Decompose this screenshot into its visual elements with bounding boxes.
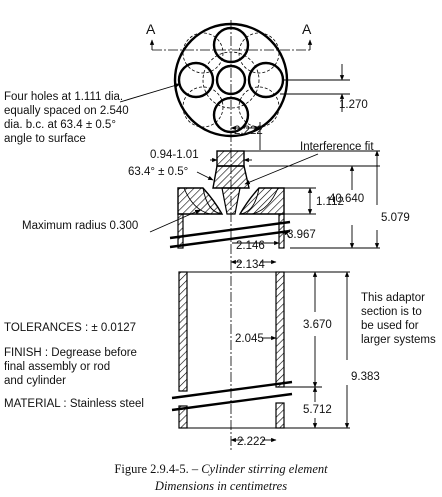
holes-note-line: dia. b.c. at 63.4 ± 0.5° [4,119,116,131]
material-note: MATERIAL : Stainless steel [4,398,144,410]
caption-title-text: Cylinder stirring element [201,462,328,476]
break-line [169,220,291,240]
general-notes: TOLERANCES : ± 0.0127 FINISH : Degrease … [4,322,144,410]
caption-prefix: Figure 2.9.4-5. – [114,462,201,476]
max-radius-label: Maximum radius 0.300 [22,220,138,232]
break-line [171,392,293,412]
head-dimensions: 0.94-1.01 2.222 Interference fit 63.4° ±… [22,122,410,252]
tube-left-wall [178,271,188,392]
dim-arrow [196,171,214,181]
dim-2134: 2.134 [236,259,265,271]
dim-3967: 3.967 [287,229,316,241]
dim-3670: 3.670 [303,319,332,331]
dim-2222-bottom: 2.222 [237,436,266,448]
hub [212,165,250,189]
cavity-curve [251,187,279,215]
tube-right-wall-lower [275,402,285,429]
adaptor-tube [171,271,293,429]
interference-label: Interference fit [300,141,374,153]
tube-dimensions: 2.134 2.045 3.670 5.712 9.383 2.222 [230,259,380,448]
section-mark-right: A [302,21,312,37]
leader [149,209,201,233]
section-mark-left: A [146,21,156,37]
dim-5079: 5.079 [381,212,410,224]
leader [244,153,319,185]
adaptor-note-line: section is to [361,306,422,318]
hole-left [177,61,215,99]
caption-subtitle: Dimensions in centimetres [154,479,287,493]
adaptor-note: This adaptor section is to be used for l… [361,292,436,346]
hole-right [247,61,285,99]
top-view: A A 1.270 [146,21,368,138]
dim-40640: 40.640 [329,193,364,205]
leader [119,83,181,103]
dim-9383: 9.383 [351,371,380,383]
dim-2222-top: 2.222 [234,125,263,137]
adaptor-note-line: larger systems [361,334,436,346]
dim-5712: 5.712 [303,404,332,416]
stirrer-head-section [169,150,291,249]
caption-title: Figure 2.9.4-5. – Cylinder stirring elem… [114,462,328,476]
dim-634: 63.4° ± 0.5° [128,166,188,178]
dim-2045: 2.045 [235,333,264,345]
break-line [169,229,291,249]
dim-arrow [283,229,291,239]
hole-projection [182,32,224,74]
finish-note: FINISH : Degrease before [4,347,137,359]
dim-2146: 2.146 [236,240,265,252]
finish-note: and cylinder [4,375,66,387]
hole-projection [238,32,280,74]
cavity-curve [183,187,211,215]
rod-stub [216,150,245,167]
dim-1270: 1.270 [339,99,368,111]
dim-1112: 1.112 [316,196,344,208]
holes-note-line: equally spaced on 2.540 [4,105,129,117]
holes-note: Four holes at 1.111 dia. equally spaced … [4,83,181,145]
skirt-left-wall [177,213,184,249]
tolerances-note: TOLERANCES : ± 0.0127 [4,322,136,334]
dim-094: 0.94-1.01 [150,149,199,161]
cavity-right [239,187,260,215]
adaptor-note-line: This adaptor [361,292,425,304]
finish-note: final assembly or rod [4,361,110,373]
centre-wedge [221,187,241,215]
figure-caption: Figure 2.9.4-5. – Cylinder stirring elem… [114,462,328,493]
hole-projection [182,86,224,128]
cavity-left [202,187,223,215]
adaptor-note-line: be used for [361,320,419,332]
tube-right-wall [275,271,285,388]
holes-note-line: Four holes at 1.111 dia. [4,91,123,103]
break-line [171,380,293,400]
holes-note-line: angle to surface [4,133,86,145]
